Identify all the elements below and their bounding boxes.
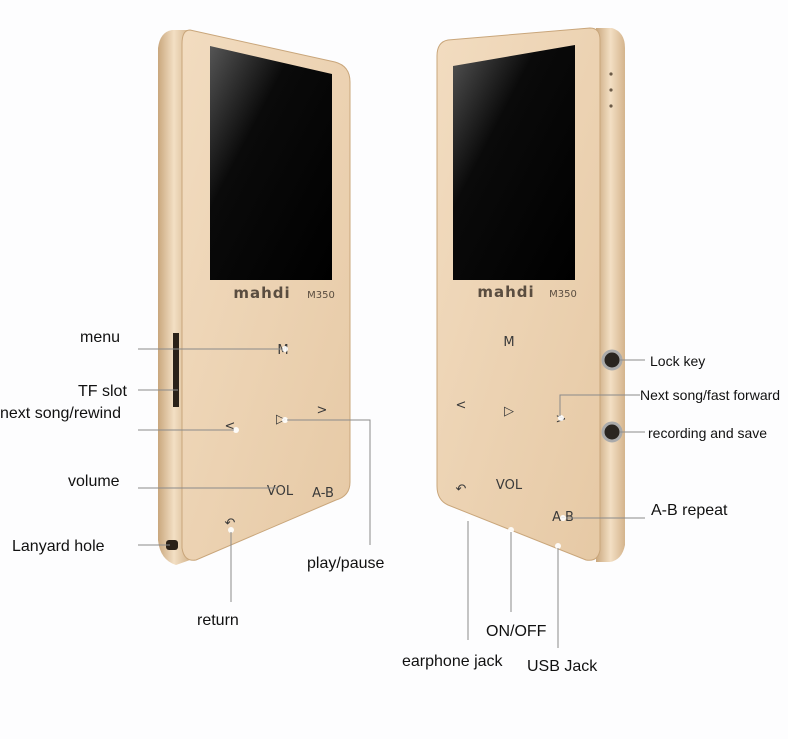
- label-onoff: ON/OFF: [486, 623, 547, 640]
- return-button[interactable]: ↶: [225, 516, 236, 531]
- next-button[interactable]: >: [317, 403, 328, 418]
- label-play-pause: play/pause: [307, 555, 384, 572]
- label-volume: volume: [68, 473, 120, 490]
- label-menu: menu: [80, 329, 120, 346]
- leader-lines: [138, 348, 645, 648]
- ab-button[interactable]: A-B: [312, 486, 334, 501]
- right-device: mahdi M350 M < ▷ > ↶ VOL A-B: [436, 27, 625, 562]
- brand-logo: mahdi: [477, 283, 534, 301]
- right-device-screen: [453, 45, 575, 280]
- label-ab: A-B repeat: [651, 502, 728, 519]
- prev-button[interactable]: <: [456, 398, 467, 413]
- lanyard-hole: [166, 540, 178, 550]
- label-prev: next song/rewind: [0, 405, 121, 422]
- left-device-screen: [210, 46, 332, 280]
- play-button[interactable]: ▷: [504, 404, 514, 419]
- label-tf-slot: TF slot: [78, 383, 127, 400]
- volume-button[interactable]: VOL: [496, 478, 523, 493]
- label-return: return: [197, 612, 239, 629]
- label-lock: Lock key: [650, 353, 705, 369]
- label-usb: USB Jack: [527, 658, 598, 675]
- prev-button[interactable]: <: [225, 419, 236, 434]
- return-button[interactable]: ↶: [456, 482, 467, 497]
- lock-key[interactable]: [601, 349, 623, 371]
- play-button[interactable]: ▷: [276, 412, 286, 427]
- brand-logo: mahdi: [233, 284, 290, 302]
- tf-slot: [173, 333, 179, 407]
- left-device: mahdi M350 M < ▷ > VOL A-B ↶: [158, 29, 351, 565]
- model-label: M350: [549, 289, 577, 300]
- label-next: Next song/fast forward: [640, 387, 780, 403]
- label-lanyard: Lanyard hole: [12, 538, 105, 555]
- volume-button[interactable]: VOL: [267, 484, 294, 499]
- record-key[interactable]: [601, 421, 623, 443]
- label-record: recording and save: [648, 425, 767, 441]
- menu-button[interactable]: M: [503, 335, 514, 350]
- label-earphone: earphone jack: [402, 653, 504, 670]
- model-label: M350: [307, 290, 335, 301]
